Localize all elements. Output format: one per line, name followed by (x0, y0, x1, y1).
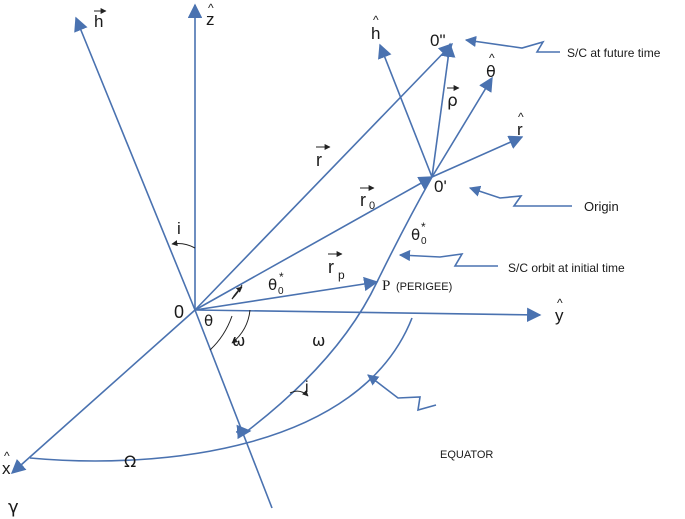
angle-theta-label: θ (204, 312, 213, 330)
svg-text:*: * (279, 270, 284, 284)
svg-text:*: * (421, 220, 426, 234)
rp-vector-label: r p (328, 251, 345, 282)
h-vec-label: h (94, 8, 107, 31)
angle-i-arc (171, 240, 196, 249)
h-hat-local (378, 43, 433, 178)
r0-vector (194, 176, 434, 311)
perigee-text-label: (PERIGEE) (396, 281, 452, 293)
svg-text:p: p (338, 268, 345, 282)
svg-text:θ: θ (486, 62, 496, 81)
svg-text:^: ^ (4, 449, 10, 463)
r0-vector-label: r 0 (360, 185, 375, 212)
theta-hat-label: ^ θ (486, 51, 496, 81)
h-hat-local-label: ^ h (371, 13, 380, 43)
svg-text:y: y (555, 306, 564, 325)
angle-i-bottom-label: i (305, 379, 309, 396)
origin-O-label: 0 (174, 302, 184, 322)
svg-text:x: x (2, 459, 11, 478)
angle-theta0-star-label: θ 0 * (268, 270, 284, 297)
equator-arrow (235, 424, 252, 440)
svg-text:0: 0 (369, 200, 375, 212)
angle-omega-arc (231, 309, 251, 344)
angle-i-top-label: i (177, 219, 181, 238)
perigee-P-label: P (382, 278, 390, 294)
O-prime-label: 0' (434, 177, 447, 196)
angle-theta0-star-right-label: θ 0 * (411, 220, 427, 247)
svg-text:r: r (328, 257, 334, 277)
x-hat-label: ^ x (2, 449, 11, 478)
callout-orbit-text: S/C orbit at initial time (508, 261, 625, 275)
callout-equator-text: EQUATOR (440, 449, 493, 461)
callout-origin-arrow (468, 185, 572, 207)
y-hat-label: ^ y (555, 296, 564, 325)
svg-text:r: r (316, 150, 322, 170)
gamma-label: γ (8, 497, 19, 518)
angle-omega-left-label: ω (232, 331, 245, 350)
svg-text:ρ: ρ (447, 91, 458, 111)
h-axis-line (74, 16, 196, 311)
svg-text:^: ^ (489, 51, 495, 65)
svg-text:θ: θ (411, 226, 420, 244)
angle-i-lower-arc (289, 390, 309, 397)
rho-vector (431, 42, 456, 178)
callout-future-text: S/C at future time (567, 46, 661, 60)
callout-future-arrow (464, 35, 560, 53)
z-hat-label: ^ z (206, 1, 215, 29)
angle-theta-arc (209, 315, 233, 351)
x-axis-line (10, 309, 196, 474)
r-hat-local (431, 135, 524, 178)
equator-path (29, 317, 413, 462)
callout-equator-arrow (367, 374, 437, 412)
svg-text:0: 0 (421, 236, 427, 247)
svg-text:^: ^ (373, 13, 379, 27)
y-axis-line (194, 307, 542, 323)
svg-text:^: ^ (557, 296, 563, 310)
r-hat-local-label: ^ r (517, 110, 524, 139)
svg-text:0: 0 (278, 286, 284, 297)
O-double-prime-label: 0" (430, 31, 446, 50)
svg-text:^: ^ (518, 110, 524, 124)
r-vector (194, 42, 454, 311)
svg-text:^: ^ (208, 1, 214, 15)
r-vector-label: r (316, 144, 331, 170)
node-line (194, 309, 273, 509)
svg-text:r: r (517, 120, 523, 139)
svg-text:r: r (360, 190, 366, 210)
rp-vector (194, 276, 379, 311)
angle-Omega-label: Ω (124, 452, 136, 471)
callout-origin-text: Origin (584, 199, 619, 214)
callout-orbit-arrow (398, 249, 498, 267)
rho-vector-label: ρ (447, 85, 460, 111)
svg-text:h: h (94, 12, 103, 31)
svg-text:h: h (371, 24, 380, 43)
orbit-path (245, 176, 433, 433)
theta-hat-local (431, 76, 493, 178)
svg-text:z: z (206, 10, 215, 29)
angle-omega-right-label: ω (312, 331, 325, 350)
svg-text:θ: θ (268, 276, 277, 294)
